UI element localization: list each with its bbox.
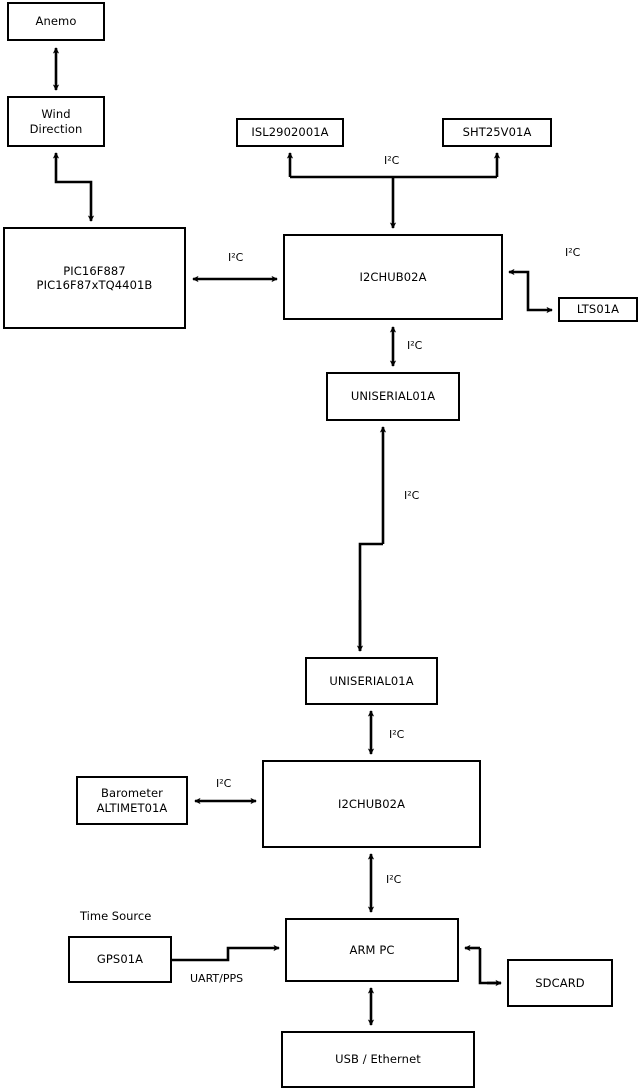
edge-label-i2c-uniserial-hub: I²C — [389, 728, 405, 741]
edge-label-i2c-lts: I²C — [565, 246, 581, 259]
node-usb-ethernet[interactable]: USB / Ethernet — [281, 1031, 475, 1088]
node-isl2902001a[interactable]: ISL2902001A — [236, 118, 344, 147]
node-i2chub02a-top[interactable]: I2CHUB02A — [283, 234, 503, 320]
edge-pic-wind — [52, 152, 95, 222]
edge-uniserial-link-jog — [358, 542, 383, 651]
node-uniserial01a-upper[interactable]: UNISERIAL01A — [326, 372, 460, 421]
edge-label-i2c-barometer: I²C — [216, 777, 232, 790]
node-anemo[interactable]: Anemo — [7, 2, 105, 41]
node-sht25v01a[interactable]: SHT25V01A — [442, 118, 552, 147]
edge-hubtop-lts-out — [526, 284, 553, 314]
node-i2chub02a-bottom[interactable]: I2CHUB02A — [262, 760, 481, 848]
edge-armpc-sdcard-rail — [478, 948, 501, 985]
edge-label-i2c-uniserial-link: I²C — [404, 489, 420, 502]
label-time-source: Time Source — [80, 909, 152, 923]
node-lts01a[interactable]: LTS01A — [558, 297, 638, 322]
edge-gps-armpc — [172, 944, 280, 962]
node-arm-pc[interactable]: ARM PC — [285, 918, 459, 982]
edge-label-i2c-hub-armpc: I²C — [386, 873, 402, 886]
node-wind-direction[interactable]: Wind Direction — [7, 96, 105, 147]
edge-label-uart-pps: UART/PPS — [190, 972, 244, 985]
edge-label-i2c-hub-uniserial: I²C — [407, 339, 423, 352]
node-barometer-altimet01a[interactable]: Barometer ALTIMET01A — [76, 776, 188, 825]
edge-label-i2c-sensors: I²C — [384, 154, 400, 167]
node-gps01a[interactable]: GPS01A — [68, 936, 172, 983]
edge-label-i2c-pic-hub: I²C — [228, 251, 244, 264]
node-pic-mcu[interactable]: PIC16F887 PIC16F87xTQ4401B — [3, 227, 186, 329]
node-uniserial01a-lower[interactable]: UNISERIAL01A — [305, 657, 438, 705]
edge-hubtop-lts-in — [508, 268, 530, 284]
node-sdcard[interactable]: SDCARD — [507, 959, 613, 1007]
